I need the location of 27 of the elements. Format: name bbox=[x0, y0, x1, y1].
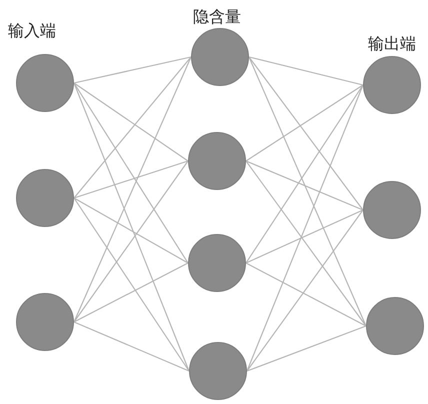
connection-line bbox=[74, 56, 192, 84]
connection-line bbox=[74, 322, 190, 372]
connection-line bbox=[73, 82, 190, 372]
connection-line bbox=[74, 160, 188, 199]
connection-line bbox=[246, 160, 364, 210]
connection-line bbox=[246, 84, 364, 372]
connection-line bbox=[74, 262, 188, 322]
connection-line bbox=[246, 160, 366, 326]
connection-line bbox=[248, 56, 364, 210]
column-heading: 输出端 bbox=[368, 36, 416, 54]
connection-line bbox=[74, 198, 190, 372]
connection-line bbox=[248, 56, 366, 326]
connection-line bbox=[74, 160, 188, 322]
connection-line bbox=[246, 210, 364, 372]
connection-line bbox=[74, 56, 192, 198]
connection-line bbox=[246, 84, 364, 162]
connection-line bbox=[246, 262, 366, 326]
connection-line bbox=[74, 82, 188, 264]
connection-line bbox=[248, 56, 364, 86]
connection-line bbox=[246, 84, 364, 264]
connection-line bbox=[74, 198, 188, 264]
column-heading: 隐含量 bbox=[193, 9, 241, 27]
connection-line bbox=[246, 325, 366, 372]
connection-line bbox=[246, 210, 364, 264]
connection-line bbox=[74, 56, 192, 322]
column-heading: 输入端 bbox=[8, 23, 56, 41]
connection-line bbox=[74, 82, 188, 162]
